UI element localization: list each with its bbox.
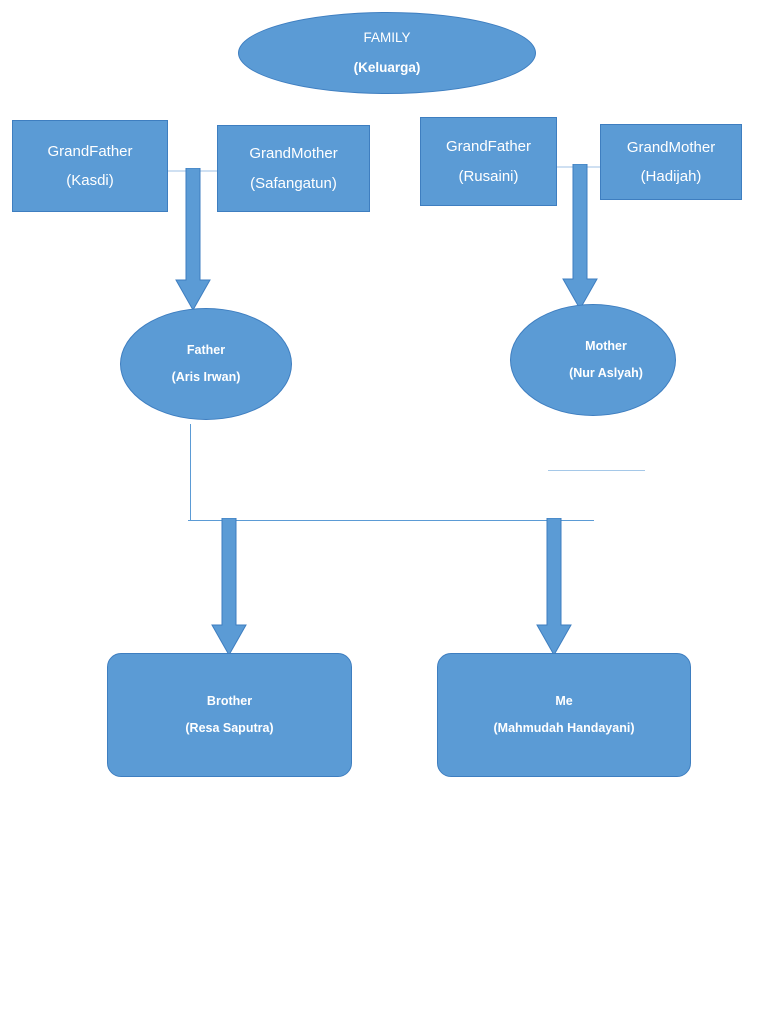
node-paternal-grandfather[interactable]: GrandFather (Kasdi) (12, 120, 168, 212)
node-maternal-grandfather[interactable]: GrandFather (Rusaini) (420, 117, 557, 206)
node-role-label: FAMILY (363, 29, 411, 45)
arrow-to-brother (211, 518, 247, 657)
node-role-label: GrandFather (47, 142, 133, 160)
node-father[interactable]: Father (Aris Irwan) (120, 308, 292, 420)
node-role-label: GrandMother (626, 138, 716, 156)
node-person-label: (Nur Aslyah) (569, 366, 643, 380)
arrow-maternal-to-mother (562, 164, 598, 311)
node-family-title[interactable]: FAMILY (Keluarga) (238, 12, 536, 94)
connector-sibling-bar (188, 520, 594, 521)
arrow-paternal-to-father (175, 168, 211, 312)
node-paternal-grandmother[interactable]: GrandMother (Safangatun) (217, 125, 370, 212)
node-role-label: GrandFather (445, 138, 532, 156)
node-brother[interactable]: Brother (Resa Saputra) (107, 653, 352, 777)
node-person-label: (Kasdi) (66, 172, 114, 189)
node-mother[interactable]: Mother (Nur Aslyah) (510, 304, 676, 416)
node-person-label: (Rusaini) (458, 167, 519, 185)
connector-father-drop (190, 424, 191, 520)
node-person-label: (Hadijah) (640, 168, 702, 185)
node-role-label: Mother (585, 338, 627, 353)
node-role-label: Father (186, 342, 226, 357)
node-person-label: (Safangatun) (250, 174, 337, 192)
arrow-to-me (536, 518, 572, 657)
node-role-label: Brother (206, 693, 253, 708)
node-person-label: (Keluarga) (353, 59, 421, 75)
node-person-label: (Aris Irwan) (171, 370, 241, 384)
node-role-label: GrandMother (249, 145, 338, 163)
node-me[interactable]: Me (Mahmudah Handayani) (437, 653, 691, 777)
node-person-label: (Resa Saputra) (185, 721, 274, 735)
connector-mother-stub (548, 470, 645, 471)
node-maternal-grandmother[interactable]: GrandMother (Hadijah) (600, 124, 742, 200)
node-role-label: Me (555, 693, 573, 708)
node-person-label: (Mahmudah Handayani) (493, 721, 635, 735)
